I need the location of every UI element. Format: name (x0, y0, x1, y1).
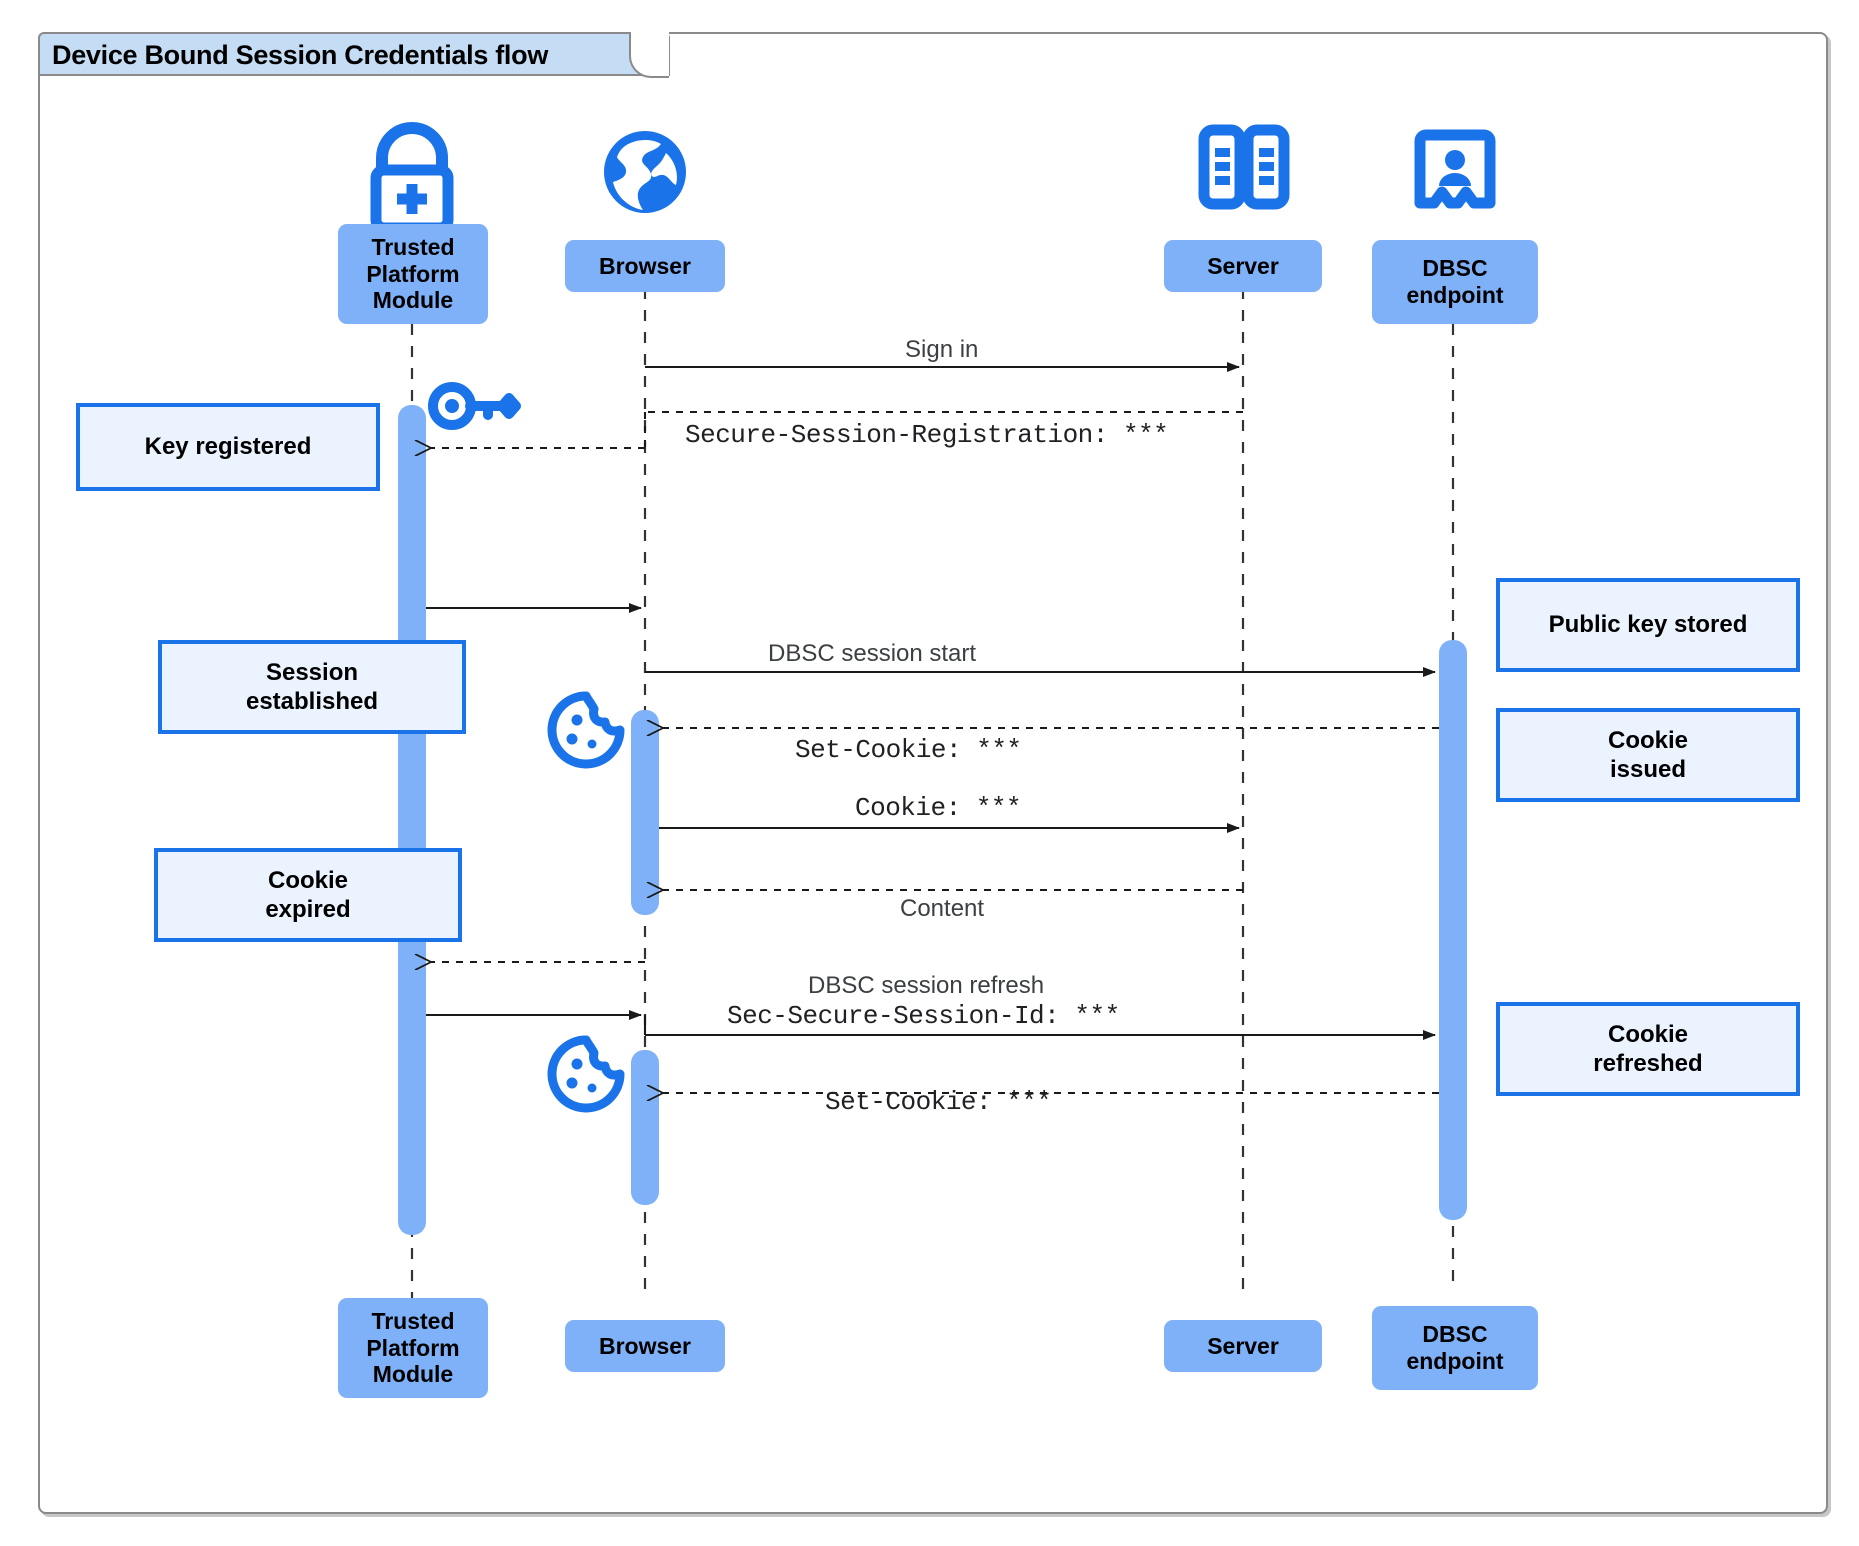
diagram-title-tab (38, 32, 670, 78)
message-label-cookie: Cookie: *** (855, 793, 1022, 823)
key-icon (428, 382, 521, 430)
note-session-established: Session established (158, 640, 466, 734)
globe-icon (604, 131, 686, 213)
participant-label: Server (1207, 1332, 1279, 1359)
note-text: Key registered (144, 433, 312, 461)
participant-label: Browser (598, 1332, 692, 1359)
message-label-set-cookie-2: Set-Cookie: *** (825, 1087, 1052, 1117)
participant-label: Server (1207, 252, 1279, 279)
activation-bars (398, 405, 1467, 1235)
message-label-sec-secure-session-id: Sec-Secure-Session-Id: *** (727, 1001, 1120, 1031)
message-label-dbsc-session-refresh: DBSC session refresh (808, 972, 1045, 999)
participant-label: Trusted Platform Module (366, 1307, 460, 1388)
id-badge-icon (1414, 129, 1496, 209)
participant-server-top[interactable]: Server (1164, 240, 1322, 292)
participant-browser-top[interactable]: Browser (565, 240, 725, 292)
message-label-secure-session-registration: Secure-Session-Registration: *** (685, 420, 1169, 450)
note-text: Cookie refreshed (1593, 1020, 1703, 1077)
note-cookie-expired: Cookie expired (154, 848, 462, 942)
message-label-content: Content (900, 895, 985, 922)
participant-browser-bottom[interactable]: Browser (565, 1320, 725, 1372)
participant-server-bottom[interactable]: Server (1164, 1320, 1322, 1372)
note-key-registered: Key registered (76, 403, 380, 491)
page-title: Device Bound Session Credentials flow (52, 40, 549, 70)
cookie-icon (547, 691, 625, 769)
note-text: Cookie issued (1607, 726, 1688, 783)
cookie-icon (547, 1035, 625, 1113)
padlock-plus-icon (370, 122, 454, 234)
participant-tpm-bottom[interactable]: Trusted Platform Module (338, 1298, 488, 1398)
note-text: Session established (245, 658, 379, 715)
note-text: Public key stored (1548, 611, 1748, 639)
participant-dbsc-bottom[interactable]: DBSC endpoint (1372, 1306, 1538, 1390)
message-arrows (426, 362, 1439, 1093)
participant-label: DBSC endpoint (1406, 255, 1504, 308)
note-cookie-refreshed: Cookie refreshed (1496, 1002, 1800, 1096)
participant-label: DBSC endpoint (1406, 1321, 1504, 1374)
participant-label: Trusted Platform Module (366, 233, 460, 314)
participant-label: Browser (598, 252, 692, 279)
server-rack-icon (1198, 124, 1290, 210)
participant-dbsc-top[interactable]: DBSC endpoint (1372, 240, 1538, 324)
note-public-key-stored: Public key stored (1496, 578, 1800, 672)
participant-tpm-top[interactable]: Trusted Platform Module (338, 224, 488, 324)
note-cookie-issued: Cookie issued (1496, 708, 1800, 802)
message-label-set-cookie-1: Set-Cookie: *** (795, 735, 1022, 765)
note-text: Cookie expired (265, 866, 351, 923)
message-label-dbsc-session-start: DBSC session start (768, 640, 977, 667)
message-label-sign-in: Sign in (905, 336, 979, 363)
